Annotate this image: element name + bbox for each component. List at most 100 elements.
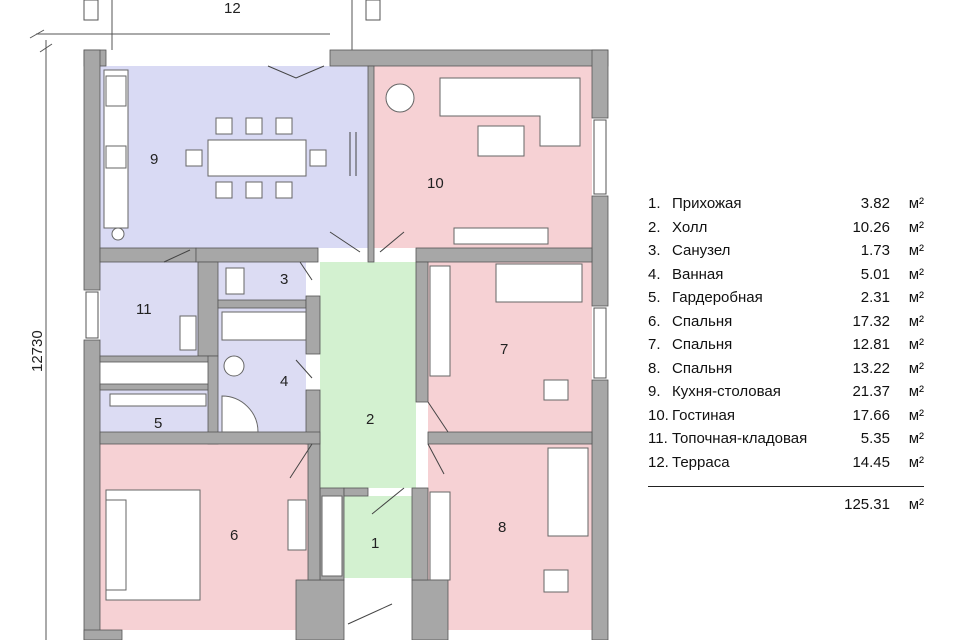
bed-7-wardrobe bbox=[429, 265, 451, 377]
bed-8-desk bbox=[543, 569, 569, 593]
wall-left-lower bbox=[83, 339, 101, 640]
legend-total-unit: м² bbox=[908, 496, 924, 513]
dimension-side-label: 12730 bbox=[29, 330, 46, 372]
bath-tub bbox=[221, 311, 307, 341]
living-plant-icon bbox=[385, 83, 415, 113]
door-bed8 bbox=[427, 443, 445, 475]
legend-area: 5.01 bbox=[860, 265, 890, 283]
legend-unit: м² bbox=[908, 265, 924, 283]
legend-row: 6. Спальня 17.32 м² bbox=[648, 312, 924, 336]
door-living-slide bbox=[349, 132, 357, 176]
wall-right-c bbox=[591, 379, 609, 640]
door-wc bbox=[299, 261, 313, 281]
legend-total-area: 125.31 bbox=[844, 496, 890, 513]
dining-chair bbox=[309, 149, 327, 167]
wall-h-entry bbox=[343, 487, 369, 497]
room-labels: 9 10 11 3 4 5 2 7 6 1 8 bbox=[136, 151, 508, 552]
legend-row: 11. Топочная-кладовая 5.35 м² bbox=[648, 429, 924, 453]
legend-area: 21.37 bbox=[852, 383, 890, 400]
wall-h-bed7-bed8 bbox=[427, 431, 593, 445]
legend-room-name: Прихожая bbox=[672, 195, 742, 212]
legend-room-name: Спальня bbox=[672, 312, 733, 330]
door-kitchen-terrace bbox=[267, 65, 325, 79]
room-label-8: 8 bbox=[498, 519, 506, 536]
legend-row: 8. Спальня 13.22 м² bbox=[648, 359, 924, 383]
legend-unit: м² bbox=[908, 218, 924, 236]
legend-row: 9. Кухня-столовая 21.37 м² bbox=[648, 382, 924, 406]
legend-area: 17.32 bbox=[852, 312, 890, 330]
wall-storage-wc bbox=[197, 261, 219, 357]
legend-row: 5. Гардеробная 2.31 м² bbox=[648, 288, 924, 312]
room-label-9: 9 bbox=[150, 151, 158, 168]
entry-wardrobe bbox=[321, 495, 343, 577]
legend-row: 2. Холл 10.26 м² bbox=[648, 218, 924, 242]
legend-row: 3. Санузел 1.73 м² bbox=[648, 241, 924, 265]
legend-total-row: 125.31 м² bbox=[648, 493, 924, 517]
legend-area: 12.81 bbox=[852, 336, 890, 353]
legend-number: 7. bbox=[648, 336, 661, 353]
legend-unit: м² bbox=[908, 312, 924, 330]
room-label-1: 1 bbox=[371, 535, 379, 552]
legend-unit: м² bbox=[908, 336, 924, 353]
dim-tick-top bbox=[29, 29, 45, 39]
wall-h-kitchen-a bbox=[99, 247, 197, 263]
terrace-post-left bbox=[83, 0, 99, 21]
legend-unit: м² bbox=[908, 406, 924, 424]
wall-top-right bbox=[329, 49, 609, 67]
legend-row: 10. Гостиная 17.66 м² bbox=[648, 406, 924, 430]
door-entry-out bbox=[347, 603, 393, 625]
wall-bottom-mid2 bbox=[411, 579, 449, 640]
wall-wardrobe-bath bbox=[207, 355, 219, 445]
bed-6-wardrobe bbox=[287, 499, 307, 551]
legend-room-name: Кухня-столовая bbox=[672, 383, 781, 400]
legend-number: 9. bbox=[648, 383, 661, 400]
legend-number: 4. bbox=[648, 265, 661, 283]
door-bed6 bbox=[289, 443, 313, 479]
bed-8-wardrobe bbox=[429, 491, 451, 581]
legend-area: 13.22 bbox=[852, 359, 890, 377]
legend-area: 14.45 bbox=[852, 453, 890, 471]
wall-left-upper bbox=[83, 49, 101, 291]
living-sofa bbox=[439, 77, 581, 147]
legend-number: 1. bbox=[648, 195, 661, 212]
legend-row: 4. Ванная 5.01 м² bbox=[648, 265, 924, 289]
legend-row: 7. Спальня 12.81 м² bbox=[648, 335, 924, 359]
legend-number: 11. bbox=[648, 430, 668, 447]
legend-list: 1. Прихожая 3.82 м² 2. Холл 10.26 м² 3. … bbox=[648, 194, 924, 476]
dining-chair bbox=[275, 117, 293, 135]
wc-toilet bbox=[225, 267, 245, 295]
legend-unit: м² bbox=[908, 289, 924, 306]
legend-room-name: Терраса bbox=[672, 453, 730, 471]
room-label-3: 3 bbox=[280, 271, 288, 288]
legend-room-name: Санузел bbox=[672, 242, 731, 259]
area-legend: 1. Прихожая 3.82 м² 2. Холл 10.26 м² 3. … bbox=[648, 194, 924, 517]
wall-right-a bbox=[591, 49, 609, 119]
bath-shower bbox=[221, 395, 259, 433]
legend-unit: м² bbox=[908, 383, 924, 400]
wardrobe-rail bbox=[109, 393, 207, 407]
legend-divider bbox=[648, 486, 924, 487]
dining-chair bbox=[185, 149, 203, 167]
living-tv-unit bbox=[453, 227, 549, 245]
legend-unit: м² bbox=[908, 359, 924, 377]
door-kitchen-hall bbox=[329, 231, 361, 253]
storage-boiler bbox=[179, 315, 197, 351]
bed-7 bbox=[495, 263, 583, 303]
room-label-5: 5 bbox=[154, 415, 162, 432]
kitchen-stove bbox=[105, 145, 127, 169]
dining-table bbox=[207, 139, 307, 177]
wall-h-bed6 bbox=[99, 431, 321, 445]
door-bath bbox=[295, 359, 313, 379]
wall-bottom-mid bbox=[295, 579, 345, 640]
windows bbox=[85, 119, 607, 379]
terrace-post-right bbox=[365, 0, 381, 21]
legend-number: 6. bbox=[648, 312, 661, 330]
room-label-10: 10 bbox=[427, 175, 444, 192]
dining-chair bbox=[275, 181, 293, 199]
room-label-2: 2 bbox=[366, 411, 374, 428]
door-entry-hall bbox=[371, 487, 405, 515]
furniture bbox=[103, 69, 589, 601]
bed-6-pillow bbox=[105, 499, 127, 591]
legend-area: 1.73 bbox=[860, 242, 890, 259]
legend-area: 17.66 bbox=[852, 406, 890, 424]
